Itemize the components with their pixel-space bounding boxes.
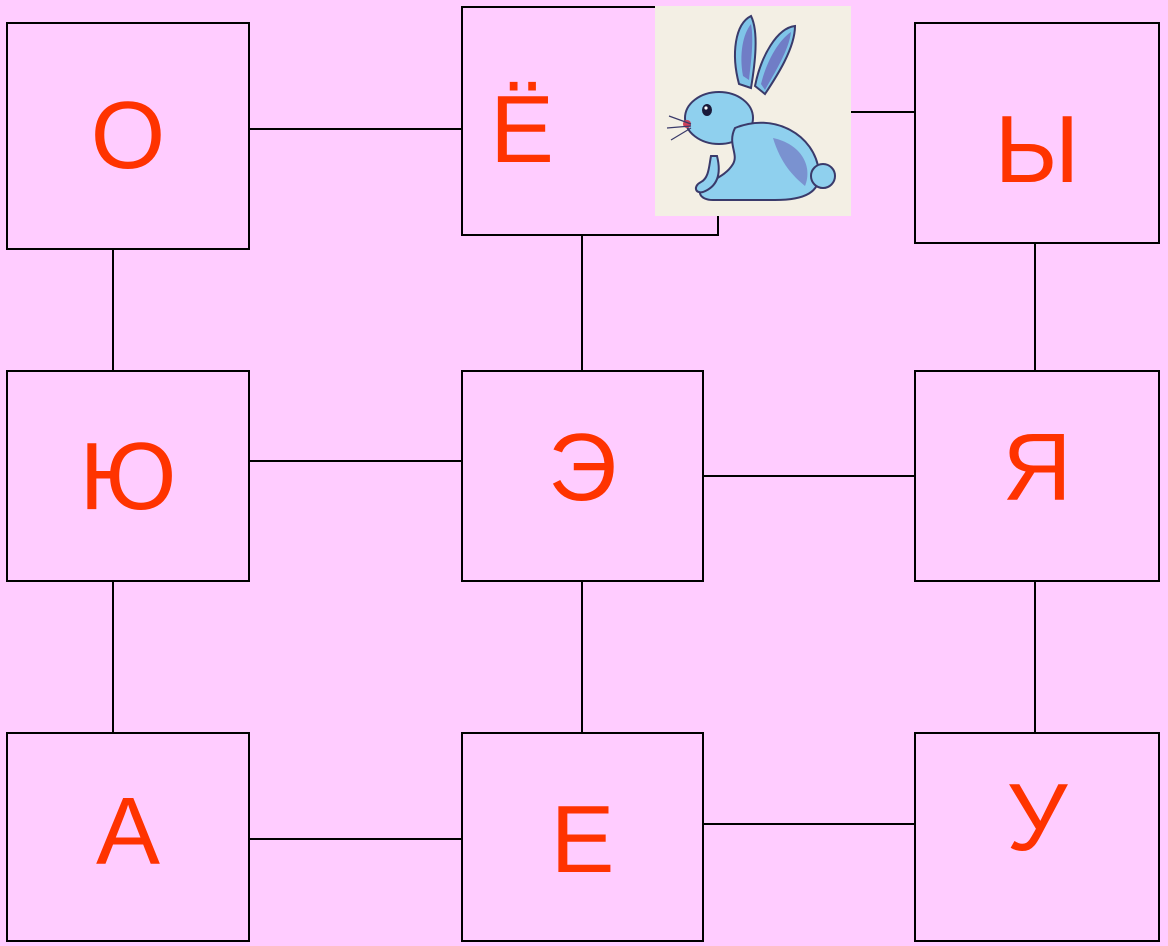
path-y-ya <box>1034 243 1036 371</box>
cell-yu[interactable]: Ю <box>6 370 250 582</box>
path-ye-u <box>703 823 915 825</box>
cell-ya[interactable]: Я <box>914 370 1160 582</box>
cell-letter: О <box>8 88 248 184</box>
cell-letter: Э <box>463 420 702 516</box>
path-a-ye <box>249 838 462 840</box>
cell-y[interactable]: Ы <box>914 22 1160 244</box>
hare-icon[interactable] <box>655 6 851 216</box>
path-yu-a <box>112 581 114 733</box>
path-ya-u <box>1034 581 1036 733</box>
cell-u[interactable]: У <box>914 732 1160 942</box>
cell-ye[interactable]: Е <box>461 732 704 942</box>
path-e-ye <box>581 581 583 733</box>
path-o-yo <box>249 128 462 130</box>
cell-letter: Е <box>463 792 702 888</box>
cell-letter: Ю <box>8 429 248 525</box>
cell-letter: Я <box>916 420 1158 516</box>
cell-letter: Ы <box>916 102 1158 198</box>
path-yu-e <box>249 460 462 462</box>
hare-illustration <box>655 6 851 216</box>
cell-letter: Ё <box>463 82 581 178</box>
path-yo-y <box>849 111 915 113</box>
cell-e[interactable]: Э <box>461 370 704 582</box>
path-o-yu <box>112 249 114 371</box>
cell-o[interactable]: О <box>6 22 250 250</box>
cell-letter: У <box>916 770 1158 866</box>
path-yo-e <box>581 235 583 371</box>
path-e-ya <box>703 475 915 477</box>
cell-a[interactable]: А <box>6 732 250 942</box>
cell-letter: А <box>8 784 248 880</box>
